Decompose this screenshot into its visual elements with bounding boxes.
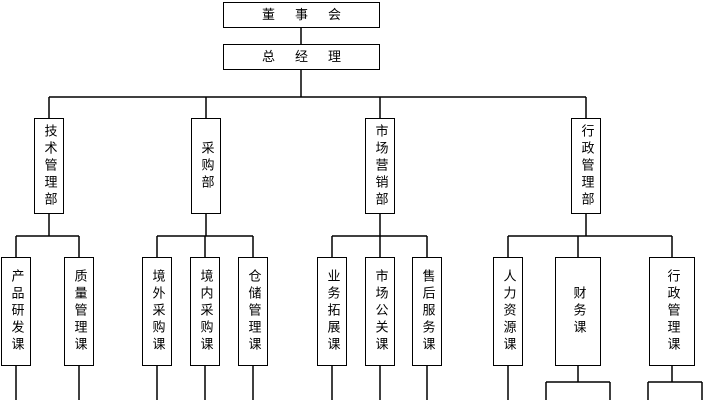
biz-dev-label: 业务拓展课 bbox=[324, 269, 340, 354]
public-relations-box: 市场公关课 bbox=[365, 257, 395, 366]
admin-dept-box: 行政管理部 bbox=[571, 118, 601, 214]
quality-box: 质量管理课 bbox=[64, 257, 94, 366]
product-rd-box: 产品研发课 bbox=[1, 257, 31, 366]
finance-box: 财务课 bbox=[555, 257, 601, 366]
purchasing-dept-box: 采购部 bbox=[191, 118, 221, 214]
warehouse-box: 仓储管理课 bbox=[238, 257, 268, 366]
hr-box: 人力资源课 bbox=[493, 257, 523, 366]
warehouse-label: 仓储管理课 bbox=[245, 269, 261, 354]
public-relations-label: 市场公关课 bbox=[372, 269, 388, 354]
hr-label: 人力资源课 bbox=[500, 269, 516, 354]
domestic-purchase-label: 境内采购课 bbox=[197, 269, 213, 354]
administration-box: 行政管理课 bbox=[649, 257, 695, 366]
after-sales-label: 售后服务课 bbox=[419, 269, 435, 354]
overseas-purchase-label: 境外采购课 bbox=[149, 269, 165, 354]
overseas-purchase-box: 境外采购课 bbox=[142, 257, 172, 366]
biz-dev-box: 业务拓展课 bbox=[317, 257, 347, 366]
domestic-purchase-box: 境内采购课 bbox=[190, 257, 220, 366]
finance-label: 财务课 bbox=[570, 286, 586, 337]
quality-label: 质量管理课 bbox=[71, 269, 87, 354]
product-rd-label: 产品研发课 bbox=[8, 269, 24, 354]
administration-label: 行政管理课 bbox=[664, 269, 680, 354]
marketing-dept-label: 市场营销部 bbox=[372, 123, 388, 209]
general-manager-label: 总经理 bbox=[261, 49, 361, 65]
purchasing-dept-label: 采购部 bbox=[198, 140, 214, 192]
board-label: 董事会 bbox=[261, 7, 361, 23]
board-box: 董事会 bbox=[223, 2, 380, 28]
marketing-dept-box: 市场营销部 bbox=[365, 118, 395, 214]
tech-dept-box: 技术管理部 bbox=[34, 118, 64, 214]
after-sales-box: 售后服务课 bbox=[412, 257, 442, 366]
tech-dept-label: 技术管理部 bbox=[41, 123, 57, 209]
general-manager-box: 总经理 bbox=[223, 44, 380, 70]
admin-dept-label: 行政管理部 bbox=[578, 123, 594, 209]
